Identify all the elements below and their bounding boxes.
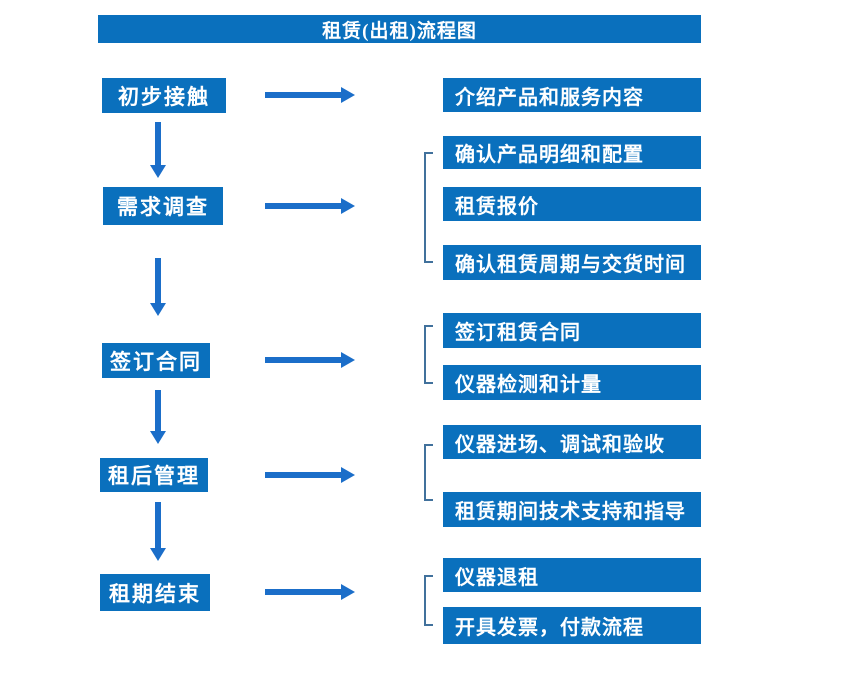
down-arrow-4 — [150, 502, 166, 561]
arrow-head — [341, 198, 355, 214]
page-title: 租赁(出租)流程图 — [322, 20, 477, 42]
arrow-shaft — [265, 589, 342, 595]
arrow-shaft — [155, 258, 161, 303]
step-box-technical-support-guidance: 租赁期间技术支持和指导 — [443, 492, 701, 527]
right-arrow-row-3 — [265, 352, 355, 368]
step-box-instrument-return: 仪器退租 — [443, 558, 701, 592]
step-box-confirm-product-details: 确认产品明细和配置 — [443, 136, 701, 169]
down-arrow-3 — [150, 390, 166, 444]
down-arrow-1 — [150, 122, 166, 178]
bracket-row-5 — [424, 575, 433, 626]
arrow-shaft — [155, 122, 161, 165]
arrow-head — [341, 467, 355, 483]
arrow-shaft — [265, 472, 342, 478]
bracket-row-2 — [424, 152, 433, 263]
arrow-head — [150, 548, 166, 561]
arrow-shaft — [155, 502, 161, 548]
arrow-shaft — [155, 390, 161, 431]
right-arrow-row-4 — [265, 467, 355, 483]
stage-box-sign-contract: 签订合同 — [102, 343, 210, 378]
step-box-instrument-inspection-measurement: 仪器检测和计量 — [443, 365, 701, 400]
step-box-introduce-products-services: 介绍产品和服务内容 — [443, 78, 701, 112]
arrow-head — [341, 87, 355, 103]
step-box-invoice-payment-process: 开具发票，付款流程 — [443, 607, 701, 644]
arrow-head — [341, 352, 355, 368]
right-arrow-row-1 — [265, 87, 355, 103]
step-box-instrument-entry-debug-acceptance: 仪器进场、调试和验收 — [443, 425, 701, 459]
bracket-row-3 — [424, 325, 433, 384]
step-box-sign-rental-contract: 签订租赁合同 — [443, 313, 701, 348]
title-bar: 租赁(出租)流程图 — [98, 15, 701, 43]
stage-box-demand-survey: 需求调查 — [103, 187, 223, 225]
stage-box-initial-contact: 初步接触 — [102, 78, 226, 113]
arrow-head — [341, 584, 355, 600]
right-arrow-row-5 — [265, 584, 355, 600]
down-arrow-2 — [150, 258, 166, 316]
bracket-row-4 — [424, 444, 433, 501]
arrow-head — [150, 303, 166, 316]
arrow-head — [150, 431, 166, 444]
stage-box-post-rental-management: 租后管理 — [100, 458, 208, 492]
arrow-head — [150, 165, 166, 178]
step-box-confirm-rental-period-delivery: 确认租赁周期与交货时间 — [443, 245, 701, 280]
arrow-shaft — [265, 92, 342, 98]
right-arrow-row-2 — [265, 198, 355, 214]
arrow-shaft — [265, 357, 342, 363]
stage-box-rental-end: 租期结束 — [100, 574, 210, 611]
arrow-shaft — [265, 203, 342, 209]
step-box-rental-quote: 租赁报价 — [443, 187, 701, 221]
